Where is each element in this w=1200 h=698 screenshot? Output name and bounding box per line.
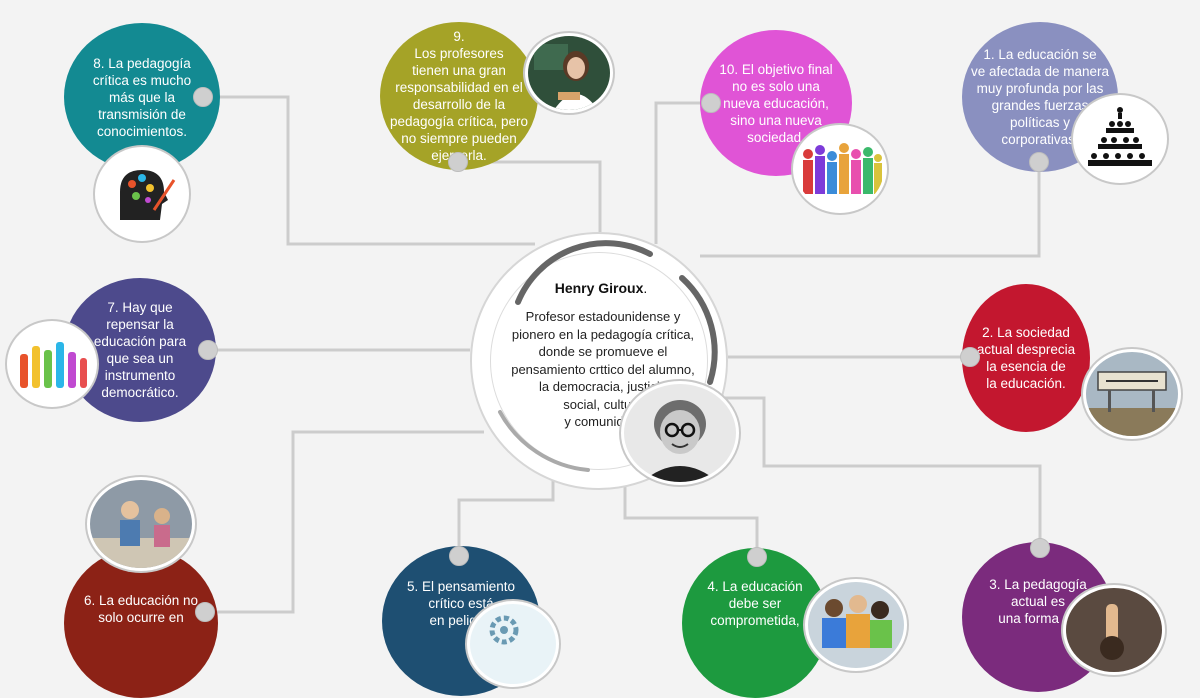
connector-n3 <box>710 396 1042 548</box>
node-8-connector-dot <box>193 87 213 107</box>
hierarchy-people-icon <box>1076 98 1164 180</box>
node-5-connector-dot <box>449 546 469 566</box>
raised-hands-icon <box>10 324 94 404</box>
connector-n9 <box>458 160 602 232</box>
reading-area-sign-photo <box>1086 352 1178 436</box>
node-6-connector-dot <box>195 602 215 622</box>
giroux-portrait-photo <box>624 384 736 482</box>
connector-n8 <box>205 95 535 246</box>
connector-n1 <box>700 162 1041 258</box>
central-arc-decoration <box>498 240 718 472</box>
node-3-connector-dot <box>1030 538 1050 558</box>
children-playing-photo <box>90 480 192 568</box>
node-9-text: 9. Los profesores tienen una gran respon… <box>389 29 529 163</box>
connector-n6 <box>205 430 484 614</box>
node-7-connector-dot <box>198 340 218 360</box>
node-7-text: 7. Hay que repensar la educación para qu… <box>93 300 187 400</box>
connector-n10 <box>654 101 711 244</box>
connector-lines <box>205 95 1042 614</box>
raised-hand-photo <box>1066 588 1162 672</box>
node-9-connector-dot <box>448 152 468 172</box>
gears-icon <box>470 604 556 684</box>
node-2-text: 2. La sociedad actual desprecia la esenc… <box>976 325 1076 391</box>
head-ideas-icon <box>98 150 186 238</box>
central-title-suffix: . <box>643 280 648 296</box>
students-group-photo <box>808 582 904 668</box>
central-title: Henry Giroux. <box>472 280 730 296</box>
central-title-name: Henry Giroux <box>554 280 644 296</box>
teacher-photo <box>528 36 610 110</box>
node-6-text: 6. La educación no solo ocurre en <box>83 593 199 625</box>
node-9: 9. Los profesores tienen una gran respon… <box>380 22 538 170</box>
connector-n5 <box>457 478 555 556</box>
node-1: 1. La educación se ve afectada de manera… <box>962 22 1118 172</box>
node-10-text: 10. El objetivo final no es solo una nue… <box>719 61 833 145</box>
node-4-text: 4. La educación debe ser comprometida, <box>707 579 803 628</box>
node-1-connector-dot <box>1029 152 1049 172</box>
node-4: 4. La educación debe ser comprometida, <box>682 548 828 698</box>
node-8-text: 8. La pedagogía crítica es mucho más que… <box>92 55 192 139</box>
crowd-silhouettes-icon <box>796 128 884 210</box>
node-3-text: 3. La pedagogía actual es una forma de <box>989 577 1087 626</box>
node-2: 2. La sociedad actual desprecia la esenc… <box>962 284 1090 432</box>
central-inner-ring <box>490 252 708 470</box>
node-10-connector-dot <box>701 93 721 113</box>
mind-map: Henry Giroux. Profesor estadounidense y … <box>10 22 1178 698</box>
node-2-connector-dot <box>960 347 980 367</box>
node-1-text: 1. La educación se ve afectada de manera… <box>970 47 1110 147</box>
connector-n4 <box>623 482 759 556</box>
node-4-connector-dot <box>747 547 767 567</box>
node-6: 6. La educación no solo ocurre en <box>64 548 218 698</box>
